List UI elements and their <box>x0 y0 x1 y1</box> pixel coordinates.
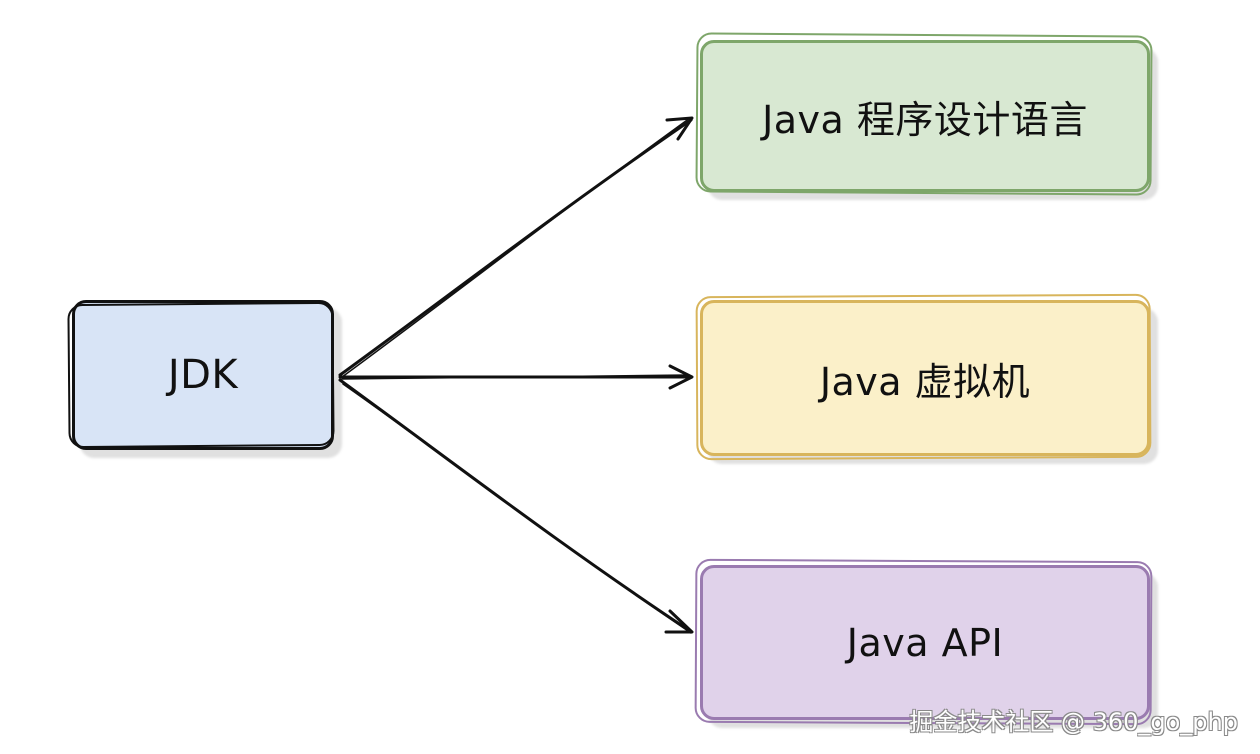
jdk-label: JDK <box>167 352 239 398</box>
java-language-node: Java 程序设计语言 <box>700 40 1150 192</box>
arrow-to-api-sketch <box>342 383 692 634</box>
java-api-label: Java API <box>846 620 1004 665</box>
arrowhead-language <box>665 116 694 141</box>
arrow-to-language <box>338 118 693 377</box>
arrow-to-api <box>338 378 692 633</box>
jdk-node: JDK <box>72 300 334 450</box>
watermark-text: 掘金技术社区 @ 360_go_php <box>909 708 1238 736</box>
arrowhead-api <box>664 609 694 634</box>
arrow-to-language-sketch <box>341 117 691 378</box>
arrowhead-vm <box>668 364 694 390</box>
java-virtual-machine-label: Java 虚拟机 <box>819 359 1031 404</box>
java-virtual-machine-node: Java 虚拟机 <box>700 300 1150 456</box>
java-language-label: Java 程序设计语言 <box>762 97 1088 142</box>
java-api-node: Java API <box>700 565 1150 720</box>
arrow-to-vm-sketch <box>341 374 689 380</box>
